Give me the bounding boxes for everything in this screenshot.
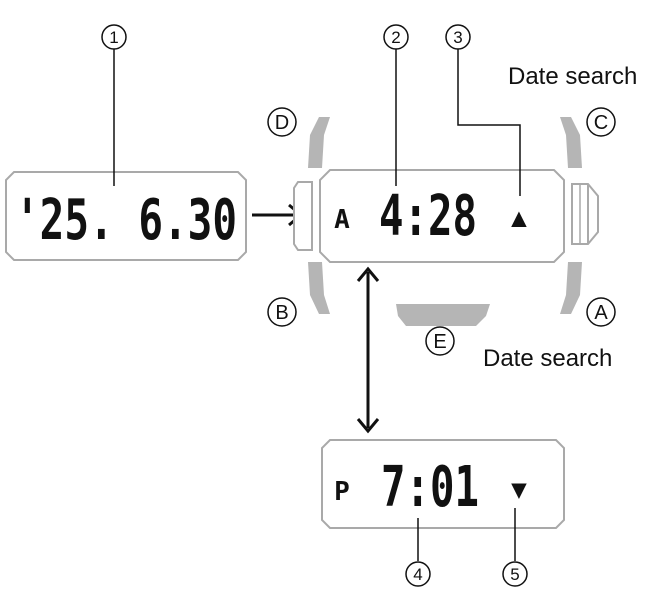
date-display-panel: '25. 6.30 [5,171,247,261]
svg-text:D: D [275,112,289,134]
button-e-caption: Date search [483,345,612,372]
button-c-label: C [586,107,616,137]
callout-4: 4 [405,561,431,587]
svg-text:5: 5 [510,565,519,584]
svg-text:A: A [594,302,608,324]
svg-text:C: C [594,112,608,134]
svg-text:1: 1 [109,28,118,47]
crown[interactable] [571,183,599,245]
main-display-panel: A 4:28 ▲ [319,169,565,263]
button-a-bracket[interactable] [560,262,582,314]
button-d-bracket[interactable] [308,117,330,168]
arrow-updown [356,266,380,434]
callout-5: 5 [502,561,528,587]
callout-1: 1 [101,24,127,50]
bottom-display-panel: P 7:01 ▼ [321,439,565,529]
callout-3: 3 [445,24,471,50]
svg-text:4: 4 [413,565,422,584]
button-e-bar[interactable] [396,304,490,326]
bottom-time-readout: 7:01 [381,455,479,520]
button-d-label: D [267,107,297,137]
button-a-label: A [586,297,616,327]
button-b-bracket[interactable] [308,262,330,314]
svg-text:E: E [433,331,446,353]
am-indicator: A [334,205,350,235]
leader-lines [113,49,521,561]
watch-case [293,117,599,326]
down-indicator: ▼ [511,475,527,505]
callout-2: 2 [383,24,409,50]
svg-text:B: B [275,302,288,324]
svg-text:3: 3 [453,28,462,47]
date-readout: '25. 6.30 [15,188,237,253]
main-time-readout: 4:28 [379,184,477,249]
up-indicator: ▲ [511,203,527,233]
button-e-label: E [425,326,455,356]
svg-text:2: 2 [391,28,400,47]
button-b-label: B [267,297,297,327]
button-c-caption: Date search [508,63,637,90]
pm-indicator: P [334,477,350,507]
button-c-bracket[interactable] [560,117,582,168]
